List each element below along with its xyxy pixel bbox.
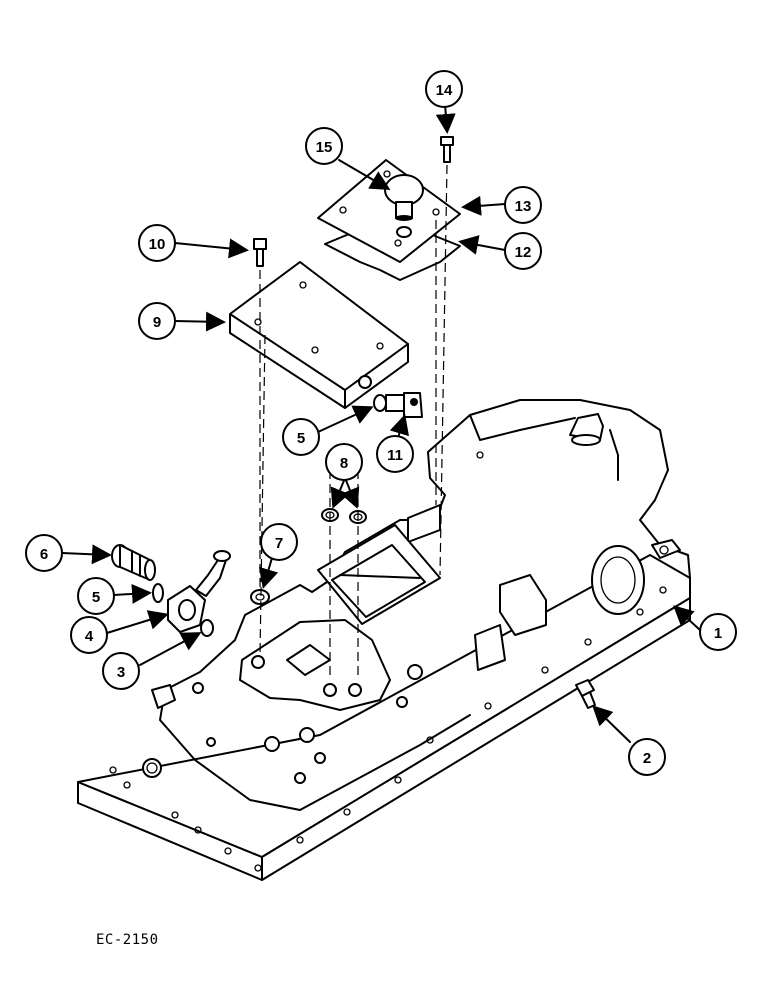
drain-fitting: [575, 679, 596, 709]
washer-7: [250, 589, 270, 605]
cover-plate-and-gasket: [317, 159, 461, 281]
svg-text:2: 2: [643, 750, 651, 767]
svg-text:5: 5: [92, 589, 100, 606]
svg-text:6: 6: [40, 546, 48, 563]
svg-text:11: 11: [387, 447, 403, 464]
housing-base-plate: [77, 399, 691, 881]
o-ring-5-lower: [152, 583, 164, 603]
callout-5b: 5: [282, 418, 320, 456]
svg-text:7: 7: [275, 535, 283, 552]
svg-text:4: 4: [85, 628, 94, 645]
callout-5a: 5: [77, 577, 115, 615]
leader-lines: [61, 103, 701, 743]
elbow-fitting: [373, 392, 423, 418]
figure-code: EC-2150: [96, 932, 159, 948]
callout-4: 4: [70, 616, 108, 654]
o-ring-3: [200, 619, 214, 637]
valve-plug-6: [111, 544, 156, 581]
callout-1: 1: [699, 613, 737, 651]
svg-text:9: 9: [153, 314, 161, 331]
housing-holes: [109, 451, 667, 872]
callout-9: 9: [138, 302, 176, 340]
callout-10: 10: [138, 224, 176, 262]
o-rings-8: [321, 508, 367, 524]
callout-7: 7: [260, 523, 298, 561]
svg-text:1: 1: [714, 625, 722, 642]
callout-11: 11: [376, 435, 414, 473]
callout-8: 8: [325, 443, 363, 481]
svg-text:15: 15: [316, 139, 333, 156]
svg-text:13: 13: [515, 198, 532, 215]
breather-cap: [384, 174, 424, 221]
svg-text:3: 3: [117, 664, 125, 681]
svg-text:5: 5: [297, 430, 305, 447]
bolt-10: [253, 238, 267, 267]
svg-text:12: 12: [515, 244, 532, 261]
callout-13: 13: [504, 186, 542, 224]
bolt-14: [440, 136, 454, 163]
callout-6: 6: [25, 534, 63, 572]
svg-text:14: 14: [436, 82, 453, 99]
svg-text:10: 10: [149, 236, 166, 253]
alignment-lines: [259, 164, 448, 680]
svg-text:8: 8: [340, 455, 348, 472]
callout-15: 15: [305, 127, 343, 165]
callout-3: 3: [102, 652, 140, 690]
callout-14: 14: [425, 70, 463, 108]
valve-block: [229, 261, 409, 409]
banjo-fitting-4: [167, 550, 231, 633]
callout-12: 12: [504, 232, 542, 270]
callout-2: 2: [628, 738, 666, 776]
